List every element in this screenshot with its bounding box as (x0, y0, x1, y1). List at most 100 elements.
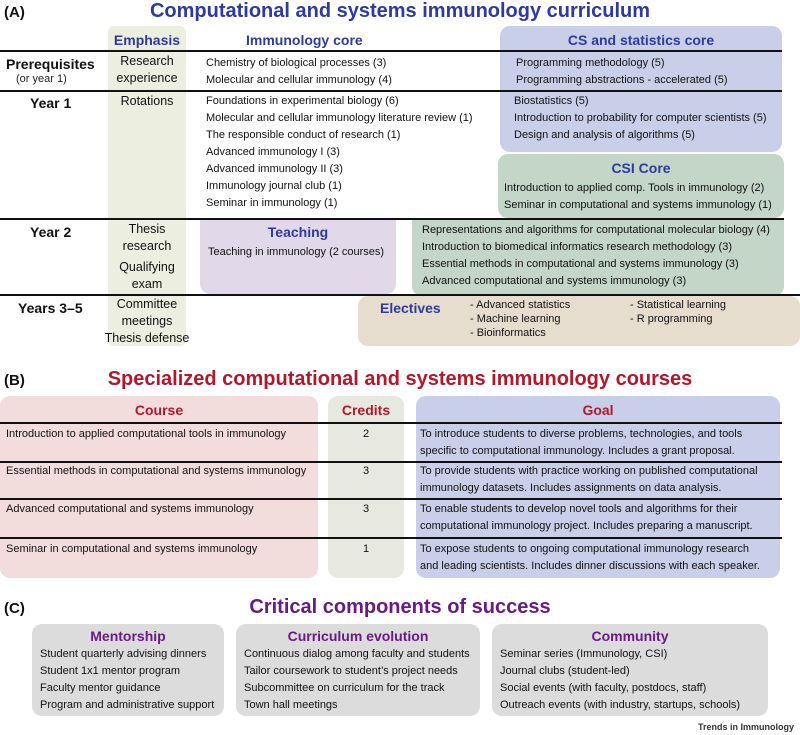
elective-item: - Machine learning (470, 313, 561, 325)
goal-header: Goal (582, 402, 614, 418)
row-divider (0, 50, 782, 52)
course-item: Representations and algorithms for compu… (422, 224, 770, 236)
row-divider (0, 537, 782, 539)
community-title: Community (591, 628, 669, 644)
course-column-bg (0, 396, 318, 578)
course-name: Introduction to applied computational to… (6, 428, 287, 440)
elective-item: - Bioinformatics (470, 327, 546, 339)
credits-value: 3 (362, 465, 370, 477)
goal-text: and leading scientists. Includes dinner … (420, 560, 760, 572)
emphasis-text: Thesis (128, 222, 166, 236)
emphasis-text: Qualifying (119, 260, 175, 274)
course-item: Seminar in computational and systems imm… (504, 199, 772, 211)
csi-core-bottom-bg (412, 218, 784, 296)
row-label-prerequisites: Prerequisites (6, 56, 95, 72)
course-item: Chemistry of biological processes (3) (206, 57, 387, 69)
component-item: Town hall meetings (244, 699, 338, 711)
electives-header: Electives (380, 300, 441, 316)
goal-column-bg (416, 396, 780, 578)
component-item: Seminar series (Immunology, CSI) (500, 648, 668, 660)
emphasis-text: Thesis defense (104, 331, 190, 345)
row-label-year-2: Year 2 (30, 224, 72, 240)
row-label-year-1: Year 1 (30, 95, 72, 111)
emphasis-text: experience (116, 71, 178, 85)
course-item: Molecular and cellular immunology (4) (206, 74, 392, 86)
immunology-core-header: Immunology core (246, 32, 363, 48)
row-sublabel-prerequisites: (or year 1) (16, 73, 67, 85)
course-name: Advanced computational and systems immun… (6, 503, 254, 515)
component-item: Outreach events (with industry, startups… (500, 699, 741, 711)
panel-c-title: Critical components of success (249, 596, 551, 618)
row-divider (0, 422, 782, 424)
course-name: Essential methods in computational and s… (6, 465, 307, 477)
emphasis-year-1: Rotations (120, 94, 174, 108)
course-item: Introduction to applied comp. Tools in i… (504, 182, 765, 194)
row-divider (0, 218, 784, 220)
component-item: Subcommittee on curriculum for the track (244, 682, 445, 694)
component-item: Program and administrative support (40, 699, 215, 711)
course-item: Advanced immunology I (3) (206, 146, 340, 158)
mentorship-title: Mentorship (90, 628, 166, 644)
row-label-years-3-5: Years 3–5 (18, 300, 83, 316)
teaching-item: Teaching in immunology (2 courses) (208, 246, 385, 258)
course-item: Foundations in experimental biology (6) (206, 95, 399, 107)
elective-item: - Statistical learning (630, 299, 726, 311)
cs-core-header: CS and statistics core (567, 32, 715, 48)
goal-text: immunology datasets. Includes assignment… (420, 482, 722, 494)
component-item: Student quarterly advising dinners (40, 648, 207, 660)
emphasis-years-3-5: Committee meetings Thesis defense (94, 296, 200, 347)
teaching-header: Teaching (267, 224, 329, 240)
course-item: Seminar in immunology (1) (206, 197, 338, 209)
component-item: Student 1x1 mentor program (40, 665, 181, 677)
component-item: Social events (with faculty, postdocs, s… (500, 682, 707, 694)
panel-a-label: (A) (4, 4, 25, 21)
mentorship-box: Mentorship Student quarterly advising di… (32, 624, 224, 716)
emphasis-text: meetings (121, 314, 173, 328)
csi-core-header: CSI Core (611, 160, 671, 176)
emphasis-text: Research (120, 54, 174, 68)
course-item: Advanced computational and systems immun… (422, 275, 687, 287)
course-item: Design and analysis of algorithms (5) (514, 129, 695, 141)
component-item: Continuous dialog among faculty and stud… (244, 648, 470, 660)
component-item: Journal clubs (student-led) (500, 665, 630, 677)
elective-item: - Advanced statistics (470, 299, 571, 311)
credits-column-bg (328, 396, 404, 578)
teaching-bg (200, 218, 396, 294)
panel-c-label: (C) (4, 600, 25, 617)
course-item: Biostatistics (5) (514, 95, 589, 107)
goal-text: specific to computational immunology. In… (420, 445, 735, 457)
curriculum-evolution-title: Curriculum evolution (287, 628, 429, 644)
emphasis-text: exam (131, 277, 163, 291)
emphasis-text: research (122, 239, 172, 253)
elective-item: - R programming (630, 313, 713, 325)
credits-value: 2 (362, 428, 370, 440)
row-divider (0, 461, 782, 463)
course-item: Introduction to probability for computer… (514, 112, 767, 124)
community-box: Community Seminar series (Immunology, CS… (492, 624, 768, 716)
row-divider (0, 498, 782, 500)
journal-footer: Trends in Immunology (697, 722, 794, 732)
emphasis-text: Committee (116, 297, 178, 311)
course-item: Introduction to biomedical informatics r… (422, 241, 732, 253)
component-item: Faculty mentor guidance (40, 682, 161, 694)
goal-text: computational immunology project. Includ… (420, 520, 753, 532)
course-item: Programming methodology (5) (516, 57, 665, 69)
electives-bg (358, 296, 800, 346)
row-divider (0, 294, 800, 296)
goal-text: To provide students with practice workin… (420, 465, 758, 477)
goal-text: To enable students to develop novel tool… (420, 503, 738, 515)
goal-text: To introduce students to diverse problem… (420, 428, 743, 440)
credits-value: 1 (362, 543, 370, 555)
course-item: Immunology journal club (1) (206, 180, 342, 192)
panel-b-title: Specialized computational and systems im… (107, 368, 693, 390)
row-divider (0, 90, 782, 92)
course-item: The responsible conduct of research (1) (206, 129, 401, 141)
credits-header: Credits (341, 402, 391, 418)
panel-a-title: Computational and systems immunology cur… (149, 0, 651, 22)
panel-b-label: (B) (4, 372, 25, 389)
course-item: Programming abstractions - accelerated (… (516, 74, 728, 86)
emphasis-column-bg (108, 26, 186, 346)
credits-value: 3 (362, 503, 370, 515)
component-item: Tailor coursework to student’s project n… (244, 665, 458, 677)
goal-text: To expose students to ongoing computatio… (420, 543, 749, 555)
